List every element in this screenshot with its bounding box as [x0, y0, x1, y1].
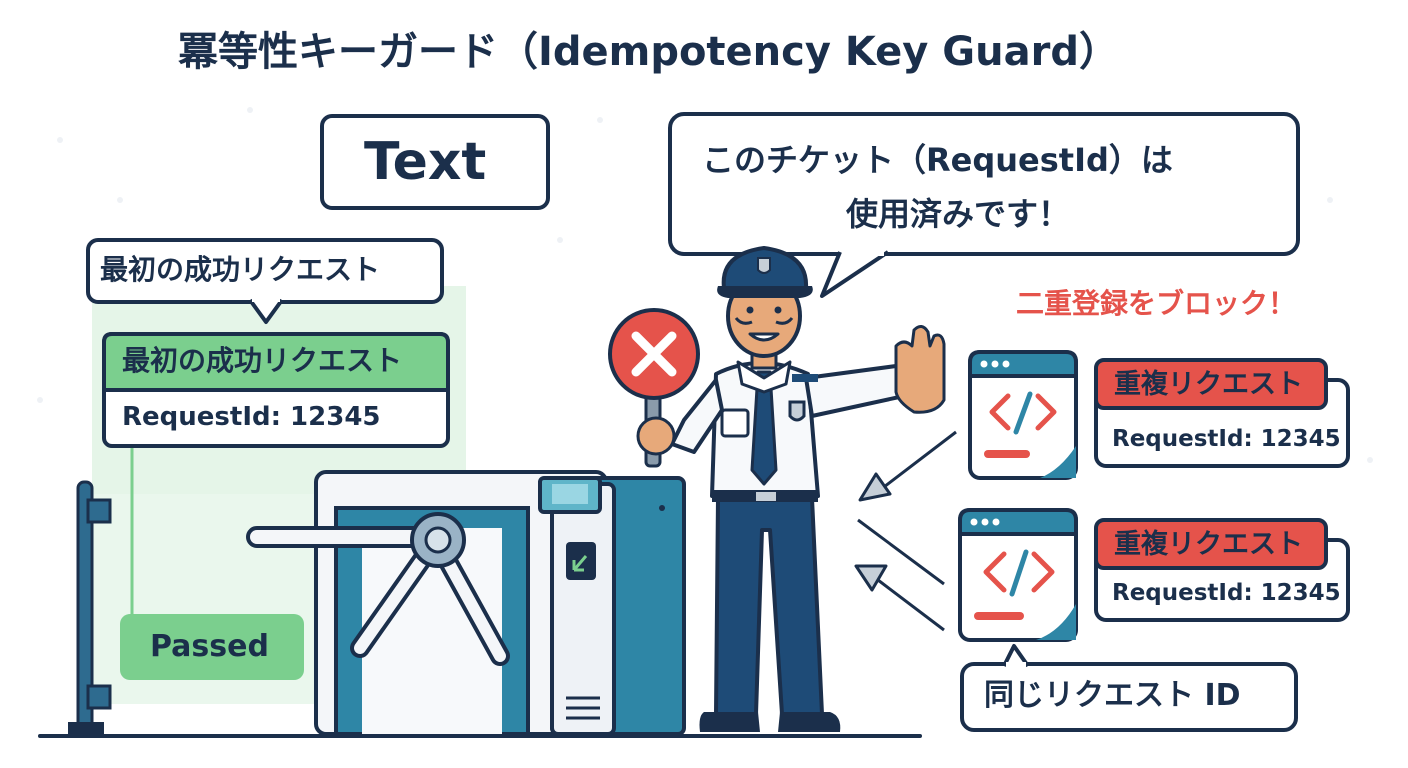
duplicate-window-2: [958, 508, 1078, 642]
duplicate-card-2-shape: [1094, 518, 1350, 622]
guard-speech-bubble: [668, 112, 1300, 298]
duplicate-window-1: [968, 350, 1078, 480]
duplicate-card-2-id: RequestId: 12345: [1112, 580, 1341, 606]
block-notice: 二重登録をブロック！: [1016, 287, 1297, 320]
passed-badge: [120, 614, 304, 680]
duplicate-card-1-shape: [1094, 358, 1350, 468]
guard-speech-line-2: 使用済みです！: [846, 195, 1071, 233]
duplicate-card-1-header: 重複リクエスト: [1114, 369, 1303, 400]
first-request-card-header: 最初の成功リクエスト: [122, 344, 403, 377]
text-box: [320, 114, 550, 210]
guard-figure: [636, 246, 946, 732]
code-icon: [983, 551, 1007, 593]
text-box-label: Text: [364, 132, 487, 192]
gate-panel-icon: [572, 555, 588, 572]
first-request-card-id: RequestId: 12345: [122, 402, 381, 432]
first-request-card-shape: [102, 332, 450, 448]
background-dots: [37, 107, 1373, 463]
incoming-arrows: [854, 430, 957, 632]
same-id-label: 同じリクエスト ID: [984, 678, 1241, 713]
shield-icon: [788, 400, 806, 422]
page-title: 冪等性キーガード（Idempotency Key Guard）: [178, 29, 1119, 75]
first-request-callout-shape: [86, 238, 444, 324]
guard-speech-line-1: このチケット（RequestId）は: [702, 141, 1173, 179]
code-icon: [989, 393, 1011, 431]
turnstile: [246, 470, 686, 736]
passed-label: Passed: [150, 629, 269, 664]
duplicate-card-2-header: 重複リクエスト: [1114, 529, 1303, 560]
first-request-callout: 最初の成功リクエスト: [100, 253, 381, 286]
cross-icon: [631, 331, 677, 377]
duplicate-card-1-id: RequestId: 12345: [1112, 426, 1341, 452]
fence-post: [68, 480, 112, 736]
same-id-callout-shape: [960, 644, 1298, 732]
